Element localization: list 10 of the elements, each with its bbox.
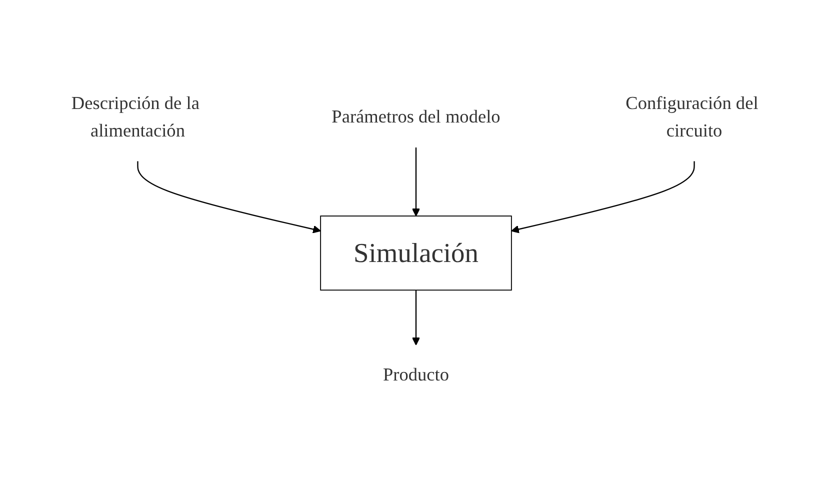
arrow — [412, 290, 420, 346]
arrow — [137, 160, 321, 233]
diagram: Descripción de la alimentación Parámetros del modelo Simulación Configuración del circuito Producto — [6, 66, 826, 412]
node-text: Configuración del circuito — [626, 93, 758, 141]
arrow — [412, 147, 420, 216]
node-text: Producto — [382, 364, 450, 385]
node-text: Descripción de la alimentación — [71, 93, 200, 141]
node-box — [320, 215, 512, 290]
arrow — [511, 160, 695, 233]
node-text: Parámetros del modelo — [332, 106, 500, 127]
